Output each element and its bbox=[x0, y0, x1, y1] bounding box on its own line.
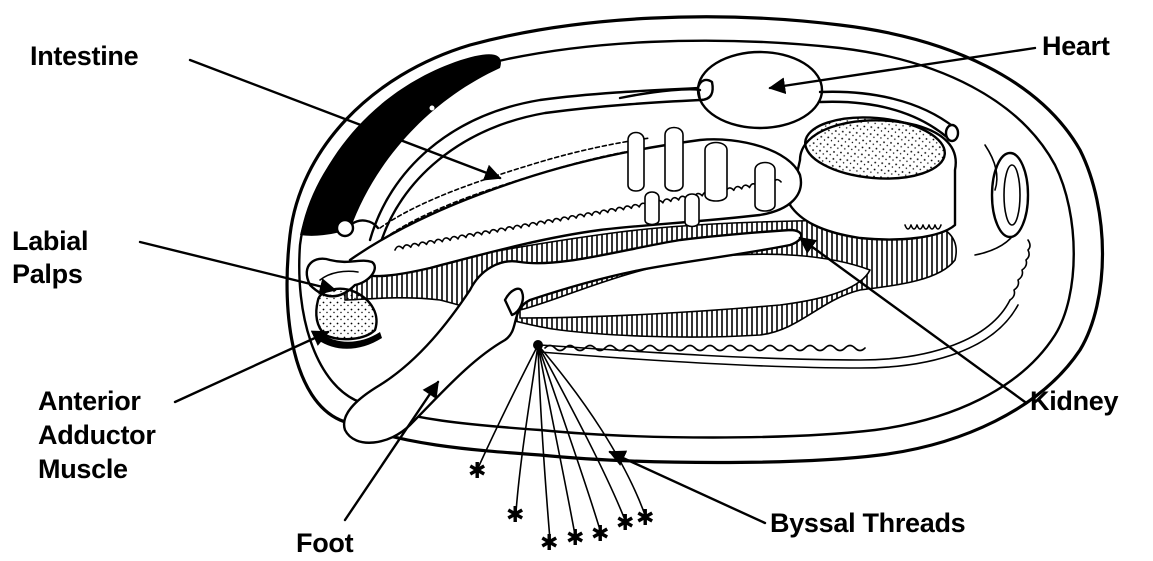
leader-anterior-adductor bbox=[175, 332, 328, 402]
label-anterior-line3: Muscle bbox=[38, 454, 128, 484]
kidney-organ bbox=[790, 112, 956, 239]
svg-text:✱: ✱ bbox=[506, 503, 524, 528]
svg-text:✱: ✱ bbox=[616, 511, 634, 536]
label-heart: Heart bbox=[1042, 31, 1110, 61]
label-labial-palps-line1: Labial bbox=[12, 226, 88, 256]
label-byssal-threads: Byssal Threads bbox=[770, 508, 965, 538]
svg-text:✱: ✱ bbox=[468, 459, 486, 484]
byssal-threads: ✱ ✱ ✱ ✱ ✱ ✱ ✱ bbox=[468, 340, 654, 556]
svg-text:✱: ✱ bbox=[540, 531, 558, 556]
label-anterior-line1: Anterior bbox=[38, 386, 141, 416]
label-kidney: Kidney bbox=[1030, 386, 1119, 416]
svg-text:✱: ✱ bbox=[566, 526, 584, 551]
svg-text:✱: ✱ bbox=[636, 506, 654, 531]
posterior-adductor bbox=[985, 145, 1028, 237]
shell-highlight bbox=[430, 106, 435, 111]
label-anterior-line2: Adductor bbox=[38, 420, 156, 450]
label-labial-palps-line2: Palps bbox=[12, 259, 83, 289]
svg-text:✱: ✱ bbox=[591, 522, 609, 547]
label-foot: Foot bbox=[296, 528, 354, 558]
label-intestine: Intestine bbox=[30, 41, 139, 71]
leader-labial-palps bbox=[140, 242, 335, 290]
